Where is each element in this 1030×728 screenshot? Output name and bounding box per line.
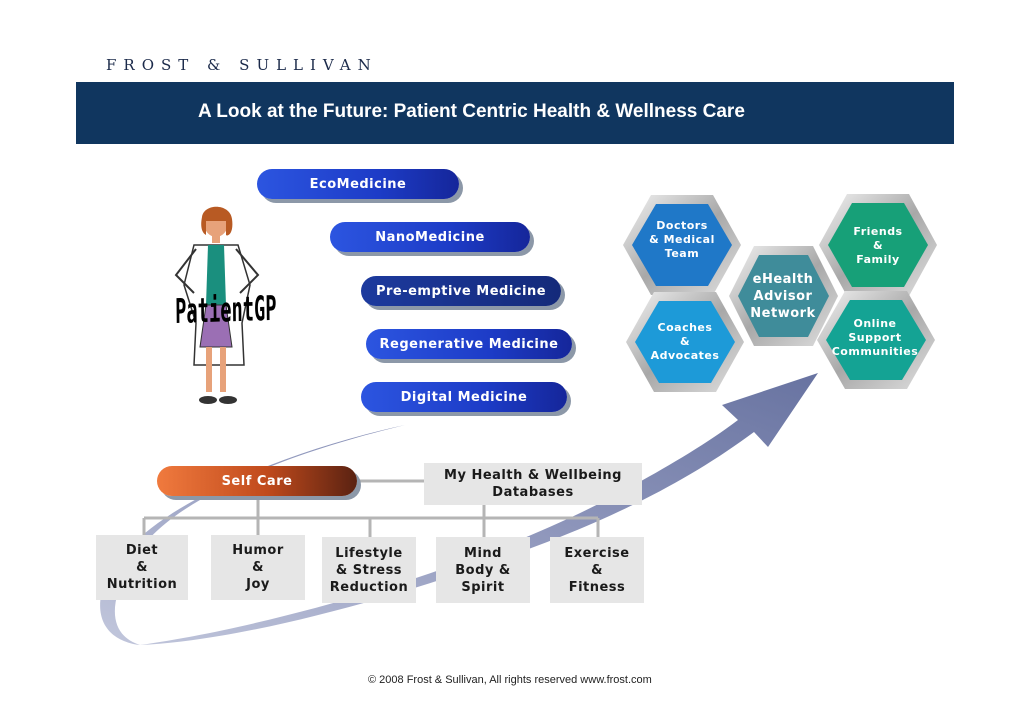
friends-label: Friends & Family [853,225,903,266]
coaches-hex [635,301,735,383]
friends-hex [828,203,928,287]
self-care-pill: Self Care [157,466,357,496]
page-title: A Look at the Future: Patient Centric He… [198,101,745,122]
digital-medicine-pill: Digital Medicine [361,382,567,412]
patient-gp-figure [174,206,260,404]
regenerative-medicine-pill: Regenerative Medicine [366,329,572,359]
lifestyle-stress-box: Lifestyle & Stress Reduction [322,537,416,603]
ehealth-center-hex [738,255,829,337]
doctors-label: Doctors & Medical Team [649,219,715,260]
nanomedicine-pill: NanoMedicine [330,222,530,252]
online-hex [826,300,926,380]
preemptive-medicine-pill: Pre-emptive Medicine [361,276,561,306]
online-label: Online Support Communities [831,317,919,358]
doctors-hex [632,204,732,286]
exercise-fitness-box: Exercise & Fitness [550,537,644,603]
ecomedicine-pill: EcoMedicine [257,169,459,199]
humor-joy-box: Humor & Joy [211,535,305,600]
databases-box: My Health & Wellbeing Databases [424,463,642,505]
mind-body-spirit-box: Mind Body & Spirit [436,537,530,603]
coaches-label: Coaches & Advocates [650,321,720,362]
ehealth-label: eHealth Advisor Network [750,272,816,321]
title-banner [76,82,954,144]
copyright-footer: © 2008 Frost & Sullivan, All rights rese… [368,674,652,686]
company-logo: FROST & SULLIVAN [106,56,378,74]
diet-nutrition-box: Diet & Nutrition [96,535,188,600]
